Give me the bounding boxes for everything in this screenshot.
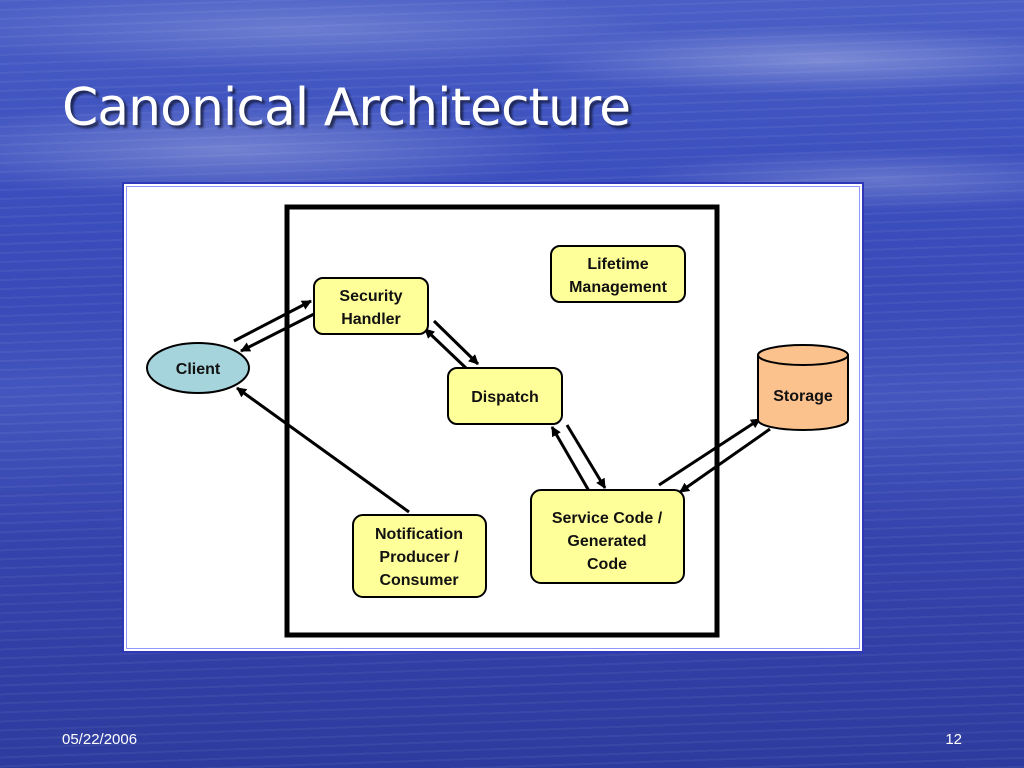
service-code-label-line2: Generated: [567, 533, 646, 550]
slide-title: Canonical Architecture: [62, 78, 631, 138]
dispatch-box: [447, 367, 563, 425]
footer-date: 05/22/2006: [62, 731, 138, 748]
notification-label-line2: Producer /: [379, 549, 459, 566]
service-code-label-line1: Service Code /: [552, 510, 663, 527]
storage-node: Storage: [757, 344, 849, 431]
arrow-service-to-dispatch: [550, 426, 591, 492]
service-code-box: [530, 489, 685, 584]
arrow-notification-to-client: [236, 386, 410, 514]
storage-top: [757, 344, 849, 366]
service-code-label-line3: Code: [587, 556, 627, 573]
arrow-security-to-client: [240, 311, 317, 353]
security-handler-label-line2: Handler: [341, 311, 401, 328]
lifetime-management-label-line1: Lifetime: [587, 256, 648, 273]
dispatch-node: Dispatch: [447, 367, 563, 425]
lifetime-management-label-line2: Management: [569, 279, 667, 296]
arrow-security-to-dispatch: [432, 319, 480, 366]
security-handler-box: [313, 277, 429, 335]
arrow-client-to-security: [233, 299, 312, 343]
notification-node: Notification Producer / Consumer: [352, 514, 487, 598]
notification-label-line3: Consumer: [379, 572, 458, 589]
lifetime-management-box: [550, 245, 686, 303]
security-handler-label-line1: Security: [339, 288, 402, 305]
service-code-node: Service Code / Generated Code: [530, 489, 685, 584]
storage-label: Storage: [773, 388, 833, 405]
arrow-service-to-storage: [658, 417, 761, 487]
lifetime-management-node: Lifetime Management: [550, 245, 686, 303]
arrow-dispatch-to-security: [423, 327, 469, 371]
dispatch-label: Dispatch: [471, 389, 539, 406]
notification-label-line1: Notification: [375, 526, 463, 543]
storage-body: [757, 355, 849, 431]
client-label: Client: [176, 361, 221, 378]
arrow-storage-to-service: [679, 427, 771, 494]
connectors: [233, 299, 771, 514]
page-number: 12: [945, 731, 962, 748]
system-boundary: [284, 204, 720, 638]
notification-box: [352, 514, 487, 598]
arrow-dispatch-to-service: [565, 424, 607, 489]
client-node: Client: [146, 342, 250, 394]
client-shape: [146, 342, 250, 394]
security-handler-node: Security Handler: [313, 277, 429, 335]
